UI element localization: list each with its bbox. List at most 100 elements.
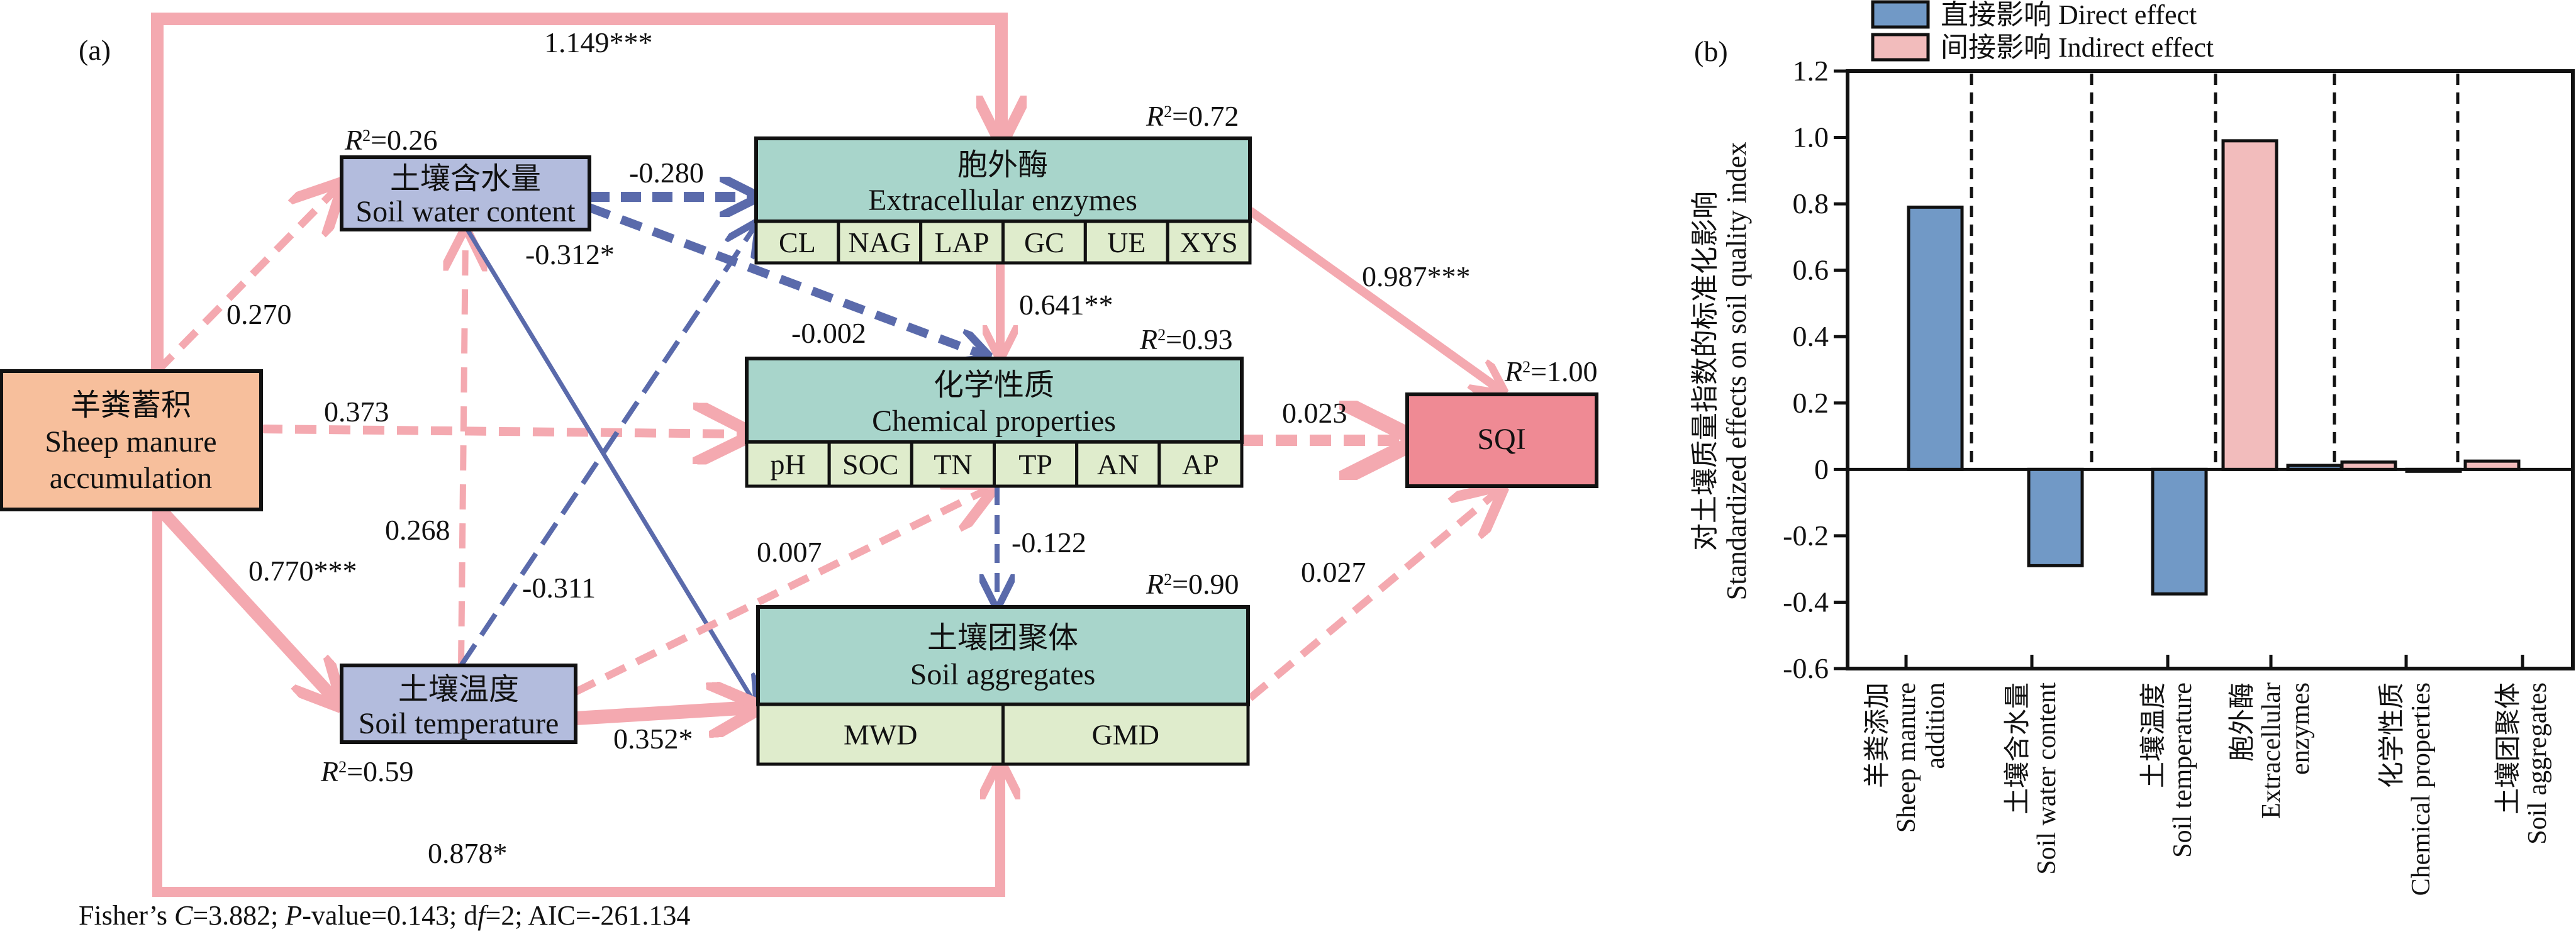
path-aggregates-sqi — [1247, 492, 1497, 701]
indicator-cell-bg — [1166, 220, 1252, 265]
coef-st-aggregates: 0.352* — [613, 723, 693, 755]
bar-indirect-4 — [2340, 460, 2397, 471]
indicator-cell-bg — [993, 440, 1079, 488]
indicator-label: SOC — [842, 448, 898, 481]
indicator-cell: MWD — [756, 703, 1005, 766]
node-aggregates-zh: 土壤团聚体 — [927, 621, 1078, 655]
node-soil-temperature: 土壤温度 Soil temperature R2=0.59 — [320, 664, 577, 787]
indicator-cell: TP — [993, 440, 1079, 488]
coef-chemical-sqi: 0.023 — [1282, 397, 1347, 429]
indicator-label: GMD — [1092, 719, 1159, 751]
legend-swatch-direct — [1871, 0, 1930, 29]
path-swc-aggregates — [466, 228, 754, 701]
panel-a-label: (a) — [79, 34, 111, 66]
x-label-zh: 土壤团聚体 — [2494, 682, 2523, 814]
plot-frame — [1846, 69, 2575, 670]
y-tick-label: 1.2 — [1793, 55, 1829, 87]
indicator-label: XYS — [1180, 226, 1238, 259]
bar-direct-4 — [2405, 467, 2462, 473]
coef-swc-aggregates: -0.312* — [525, 238, 615, 270]
path-manure-enzymes — [151, 13, 1001, 371]
node-enzymes-en: Extracellular enzymes — [868, 184, 1137, 217]
y-tick-label: 0.6 — [1793, 254, 1829, 286]
legend: 直接影响 Direct effect 间接影响 Indirect effect — [1871, 0, 2214, 63]
indicator-cell: TN — [910, 440, 996, 488]
coef-manure-swc: 0.270 — [226, 298, 292, 330]
coef-enzymes-sqi: 0.987*** — [1362, 260, 1471, 292]
r2-sqi: R2=1.00 — [1504, 355, 1598, 387]
coef-st-enzymes: -0.311 — [522, 572, 596, 604]
indicator-cell: pH — [745, 440, 831, 488]
indicator-cell-bg — [1075, 440, 1161, 488]
indicator-cell: CL — [754, 220, 840, 265]
indicator-cell: NAG — [837, 220, 923, 265]
node-swc-zh: 土壤含水量 — [390, 162, 541, 196]
coef-st-swc: 0.268 — [385, 514, 450, 546]
indicator-cell: AN — [1075, 440, 1161, 488]
path-st-aggregates — [575, 708, 752, 718]
indicator-cell-bg — [827, 440, 913, 488]
indicator-cell-bg — [1001, 703, 1250, 766]
coef-swc-chemical: -0.002 — [791, 317, 866, 349]
y-tick-label: 0.2 — [1793, 387, 1829, 419]
r2-swc: R2=0.26 — [344, 124, 438, 156]
node-sqi: R2=1.00 SQI — [1405, 355, 1598, 488]
indicator-cell: LAP — [919, 220, 1005, 265]
x-label-en: Soil aggregates — [2523, 682, 2552, 845]
indicator-cell: UE — [1083, 220, 1169, 265]
coef-enzymes-chemical: 0.641** — [1019, 289, 1113, 321]
node-st-en: Soil temperature — [359, 707, 559, 740]
path-diagram: (a) 1.149*** — [0, 13, 1598, 931]
path-st-enzymes — [459, 226, 755, 667]
indicator-label: NAG — [848, 226, 911, 259]
path-manure-aggregates — [152, 509, 1000, 897]
y-tick-label: 0.4 — [1793, 320, 1829, 352]
coef-manure-st: 0.770*** — [248, 555, 357, 587]
indicator-cell-bg — [754, 220, 840, 265]
y-tick-label: 0.8 — [1793, 187, 1829, 220]
indicator-cell-bg — [745, 440, 831, 488]
path-manure-swc — [154, 189, 337, 374]
y-tick-label: -0.2 — [1783, 520, 1829, 552]
x-label-en: enzymes — [2286, 682, 2315, 775]
bar-indirect-5 — [2463, 459, 2521, 471]
bar-direct-3 — [2286, 464, 2343, 471]
bar-direct-0 — [1907, 205, 1964, 471]
x-label-zh: 土壤含水量 — [2003, 682, 2032, 814]
bar-chart: (b) 直接影响 Direct effect 间接影响 Indirect eff… — [1690, 0, 2575, 896]
node-soil-water-content: R2=0.26 土壤含水量 Soil water content — [340, 124, 591, 231]
coef-swc-enzymes: -0.280 — [629, 157, 704, 189]
indicator-cell: GMD — [1001, 703, 1250, 766]
y-tick-label: -0.6 — [1783, 652, 1829, 684]
node-sqi-label: SQI — [1477, 423, 1525, 456]
indicator-label: TN — [934, 448, 972, 481]
r2-aggregates: R2=0.90 — [1146, 568, 1239, 600]
fit-statistics: Fisher’s C=3.882; P-value=0.143; df=2; A… — [79, 900, 690, 931]
y-axis-title-zh: 对土壤质量指数的标准化影响 — [1690, 191, 1720, 551]
indicator-cell: GC — [1001, 220, 1087, 265]
node-manure-en1: Sheep manure — [45, 425, 216, 459]
bar-indirect-3 — [2221, 139, 2278, 471]
indicator-cell-bg — [756, 703, 1005, 766]
path-swc-chemical — [588, 203, 984, 355]
x-label-zh: 胞外酶 — [2228, 682, 2257, 762]
y-tick-label: -0.4 — [1783, 586, 1829, 618]
r2-enzymes: R2=0.72 — [1146, 100, 1239, 132]
indicator-label: GC — [1024, 226, 1064, 259]
indicator-label: AP — [1182, 448, 1219, 481]
indicator-label: UE — [1107, 226, 1146, 259]
x-label-zh: 羊粪添加 — [1863, 682, 1892, 788]
path-enzymes-sqi — [1247, 207, 1500, 390]
node-swc-en: Soil water content — [355, 195, 576, 228]
node-enzymes-zh: 胞外酶 — [957, 148, 1048, 182]
path-st-chemical — [574, 489, 988, 696]
indicator-cell-bg — [837, 220, 923, 265]
y-tick-label: 1.0 — [1793, 121, 1829, 153]
